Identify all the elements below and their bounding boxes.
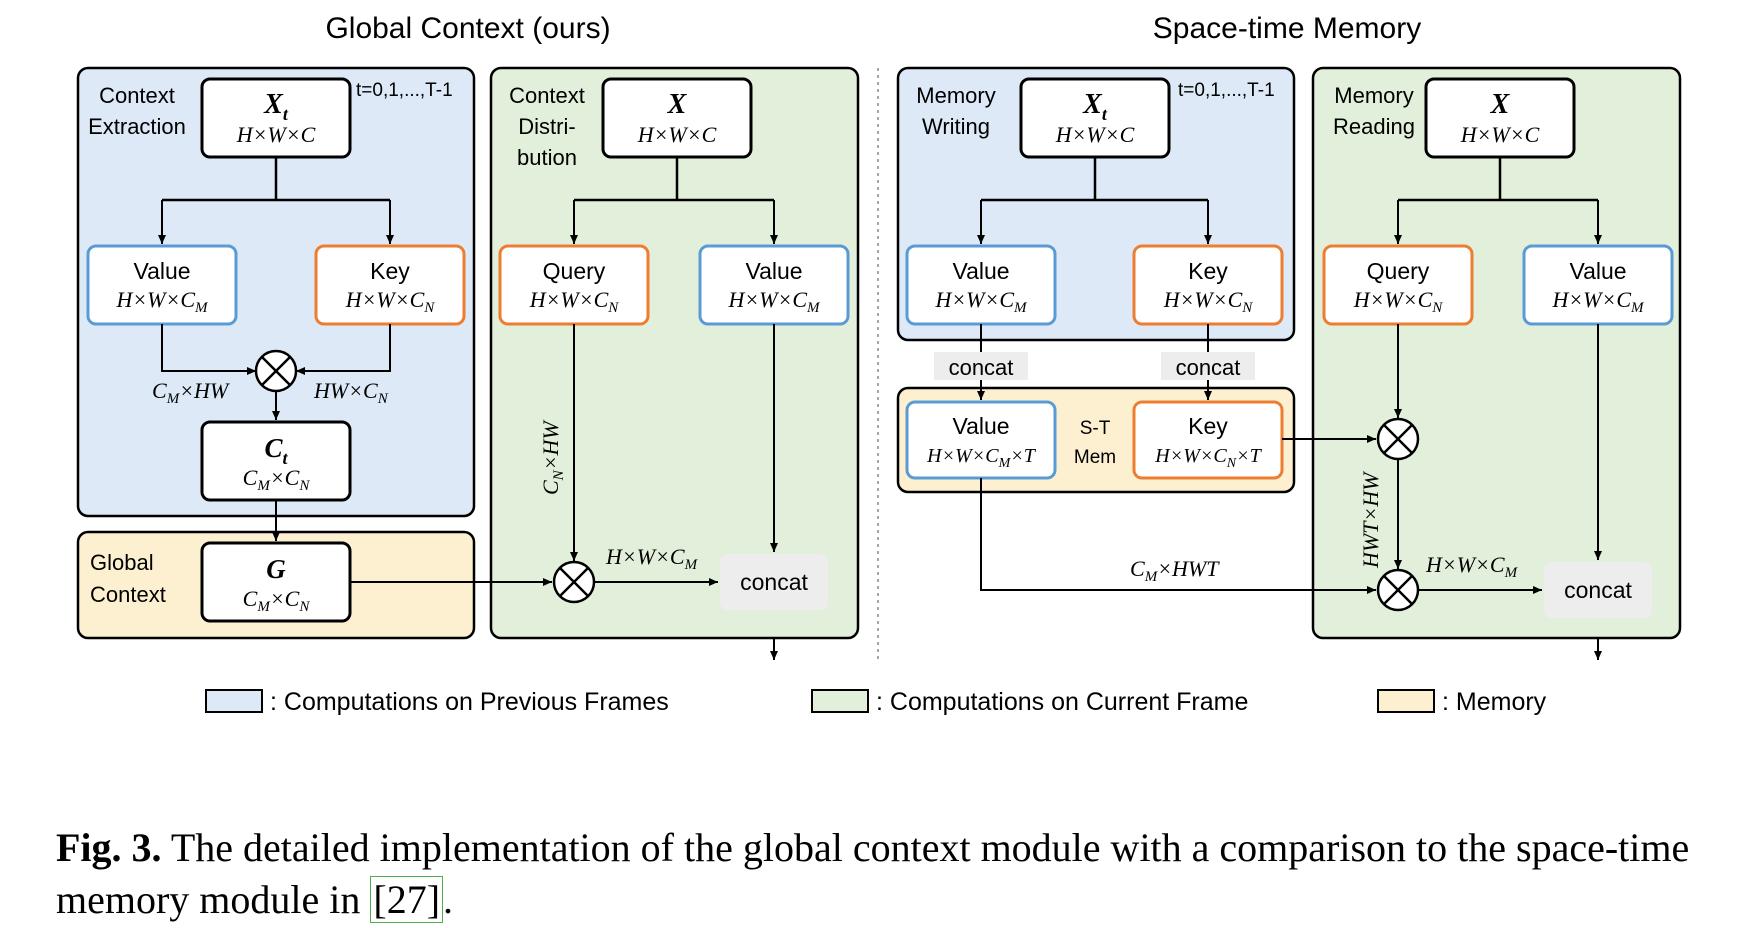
- memory-writing-label-line1: Memory: [916, 83, 995, 108]
- right-concat-box-1: [934, 352, 1028, 380]
- memory-reading-region: [1311, 66, 1682, 640]
- context-distribution-label-line1: Context: [509, 83, 585, 108]
- left-g-dim: CM×CN: [243, 586, 311, 615]
- left-value-label: Value: [133, 258, 190, 284]
- right-edge-hwcm: H×W×CM: [1425, 552, 1519, 581]
- right-key-label: Key: [1188, 258, 1228, 284]
- figure-number: Fig. 3.: [56, 825, 162, 870]
- left-xt-label: Xt: [263, 89, 289, 124]
- legend-previous-swatch: [205, 689, 263, 713]
- figure-diagram: Global Context (ours) Space-time Memory …: [76, 12, 1682, 716]
- memory-reading-label-line1: Memory: [1334, 83, 1413, 108]
- left-edge-cm-hw: CM×HW: [152, 378, 230, 407]
- left-title: Global Context (ours): [325, 12, 610, 45]
- right-value2-label: Value: [1569, 258, 1626, 284]
- left-key-dim: H×W×CN: [345, 287, 436, 316]
- memory-writing-label-line2: Writing: [922, 114, 990, 139]
- left-query-label: Query: [543, 258, 606, 284]
- right-concat-box-2: [1161, 352, 1255, 380]
- context-extraction-label-line2: Extraction: [88, 114, 186, 139]
- left-ct-dim: CM×CN: [243, 465, 311, 494]
- st-memory-label-line2: Mem: [1074, 447, 1116, 468]
- left-multiply-op-1: [254, 349, 298, 393]
- right-xt-dim: H×W×C: [1055, 122, 1135, 147]
- left-g-label: G: [266, 554, 286, 584]
- context-extraction-label-line1: Context: [99, 83, 175, 108]
- right-value-label: Value: [952, 258, 1009, 284]
- right-value2-dim: H×W×CM: [1551, 287, 1645, 316]
- caption-text-2: .: [443, 877, 454, 922]
- left-edge-cn-hw: CN×HW: [538, 420, 567, 495]
- left-x-dim: H×W×C: [637, 122, 717, 147]
- left-time-range: t=0,1,...,T-1: [356, 80, 453, 101]
- left-edge-hw-cn: HW×CN: [313, 378, 389, 407]
- right-x-dim: H×W×C: [1460, 122, 1540, 147]
- right-query-label: Query: [1367, 258, 1430, 284]
- left-value2-dim: H×W×CM: [727, 287, 821, 316]
- legend-current-swatch: [811, 689, 869, 713]
- mem-value-label: Value: [952, 413, 1009, 439]
- right-xt-label: Xt: [1082, 89, 1108, 124]
- left-concat-box: [720, 554, 828, 610]
- right-final-concat-label: concat: [1564, 577, 1632, 603]
- mem-key-label: Key: [1188, 413, 1228, 439]
- global-context-label-line2: Context: [90, 582, 166, 607]
- left-key-label: Key: [370, 258, 410, 284]
- left-concat-label: concat: [740, 569, 808, 595]
- figure-caption: Fig. 3. The detailed implementation of t…: [56, 822, 1716, 926]
- right-multiply-op-2: [1376, 568, 1420, 612]
- right-edge-cm-hwt: CM×HWT: [1130, 556, 1220, 585]
- legend-previous-text: : Computations on Previous Frames: [270, 688, 669, 716]
- context-distribution-label-line3: bution: [517, 145, 577, 170]
- context-distribution-region: [489, 66, 860, 640]
- right-x-label: X: [1490, 89, 1511, 120]
- left-multiply-op-2: [552, 560, 596, 604]
- mem-value-dim: H×W×CM×T: [926, 445, 1037, 471]
- right-final-concat-box: [1544, 562, 1652, 618]
- right-value-dim: H×W×CM: [934, 287, 1028, 316]
- right-query-dim: H×W×CN: [1353, 287, 1444, 316]
- left-xt-dim: H×W×C: [236, 122, 316, 147]
- right-time-range: t=0,1,...,T-1: [1178, 80, 1275, 101]
- context-distribution-label-line2: Distri-: [518, 114, 575, 139]
- right-edge-hwt-hw: HWT×HW: [1358, 471, 1383, 569]
- global-context-label-line1: Global: [90, 550, 154, 575]
- legend-current-text: : Computations on Current Frame: [876, 688, 1248, 716]
- right-key-dim: H×W×CN: [1163, 287, 1254, 316]
- legend-memory-swatch: [1377, 689, 1435, 713]
- left-value-dim: H×W×CM: [115, 287, 209, 316]
- left-query-dim: H×W×CN: [529, 287, 620, 316]
- legend-memory-text: : Memory: [1442, 688, 1547, 716]
- left-x-label: X: [667, 89, 688, 120]
- st-memory-label-line1: S-T: [1080, 418, 1111, 439]
- memory-reading-label-line2: Reading: [1333, 114, 1415, 139]
- right-multiply-op-1: [1376, 417, 1420, 461]
- caption-text-1: The detailed implementation of the globa…: [56, 825, 1690, 922]
- left-ct-label: Ct: [264, 433, 288, 468]
- right-concat-label-1: concat: [949, 355, 1014, 380]
- citation-link[interactable]: [27]: [370, 876, 444, 923]
- left-value2-label: Value: [745, 258, 802, 284]
- left-edge-hwcm: H×W×CM: [605, 544, 699, 573]
- mem-key-dim: H×W×CN×T: [1154, 445, 1262, 471]
- right-title: Space-time Memory: [1153, 12, 1421, 45]
- right-concat-label-2: concat: [1176, 355, 1241, 380]
